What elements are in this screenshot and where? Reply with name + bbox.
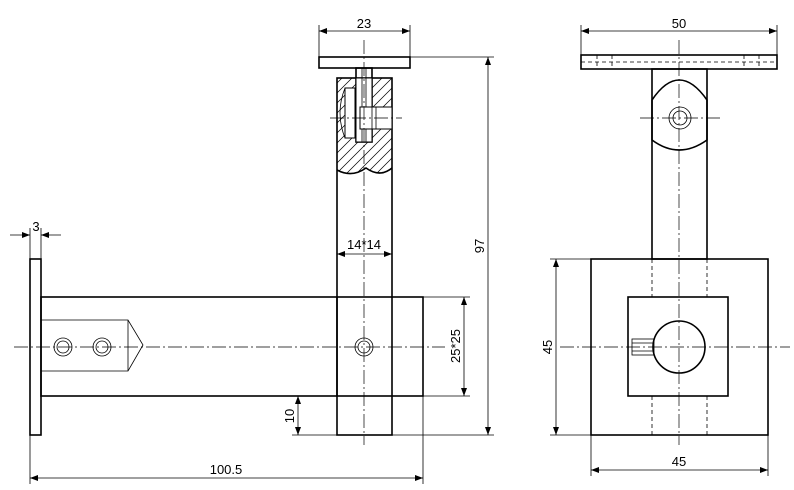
dim-side-block-height: 45	[540, 340, 555, 354]
front-view	[14, 40, 445, 445]
dim-arm-offset: 10	[282, 409, 297, 423]
front-dimensions: 23 14*14 97 25*25 10 100.5 3	[10, 16, 494, 484]
dim-arm-section: 25*25	[448, 329, 463, 363]
dim-wall-plate-thickness: 3	[32, 219, 39, 234]
dim-post-section: 14*14	[347, 237, 381, 252]
dim-overall-length: 100.5	[210, 462, 243, 477]
dim-top-plate-width: 23	[357, 16, 371, 31]
top-plate	[318, 56, 411, 69]
dim-total-height: 97	[472, 239, 487, 253]
dim-side-block-width: 45	[672, 454, 686, 469]
side-arm-section	[627, 296, 729, 397]
dim-side-plate-width: 50	[672, 16, 686, 31]
inner-plug	[41, 319, 144, 372]
arm-tube	[40, 296, 424, 397]
side-dimensions: 50 45 45	[540, 16, 778, 476]
side-view	[560, 40, 790, 445]
side-post	[651, 68, 708, 260]
